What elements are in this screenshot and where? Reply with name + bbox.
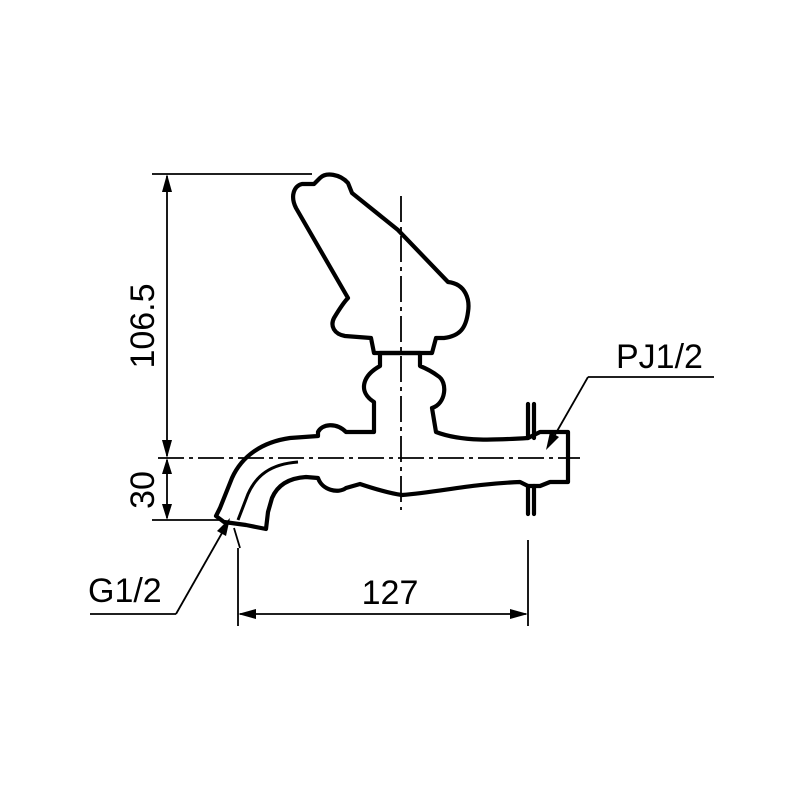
- dimension-length: 127: [237, 540, 529, 626]
- callout-label-inlet: PJ1/2: [616, 338, 703, 376]
- dimension-total-height: 106.5: [124, 173, 312, 458]
- callout-label-outlet: G1/2: [88, 572, 162, 610]
- leader-line-inlet-diagonal: [551, 376, 589, 441]
- leader-arrow-inlet: [546, 432, 559, 450]
- dimension-spout-drop: 30: [124, 458, 220, 521]
- lever-handle: [291, 172, 471, 356]
- arrowhead-drop-top: [162, 458, 172, 474]
- arrowhead-drop-bottom: [162, 504, 172, 520]
- arrowhead-left: [238, 609, 256, 619]
- arrowhead-right: [510, 609, 528, 619]
- callout-outlet-thread: G1/2: [88, 518, 230, 615]
- arrowhead-bottom: [162, 440, 172, 458]
- callout-inlet-thread: PJ1/2: [546, 338, 714, 450]
- dimension-label-drop: 30: [124, 471, 162, 509]
- dimension-label-length: 127: [362, 574, 419, 612]
- leader-arrow-outlet: [217, 518, 230, 536]
- faucet-outline: [213, 172, 571, 532]
- valve-body: [213, 350, 571, 532]
- leader-line-outlet-diagonal: [175, 525, 227, 615]
- dimension-label-height: 106.5: [124, 283, 162, 368]
- arrowhead-top: [162, 174, 172, 192]
- spout-bore: [236, 460, 299, 521]
- outlet-centerline: [233, 527, 241, 549]
